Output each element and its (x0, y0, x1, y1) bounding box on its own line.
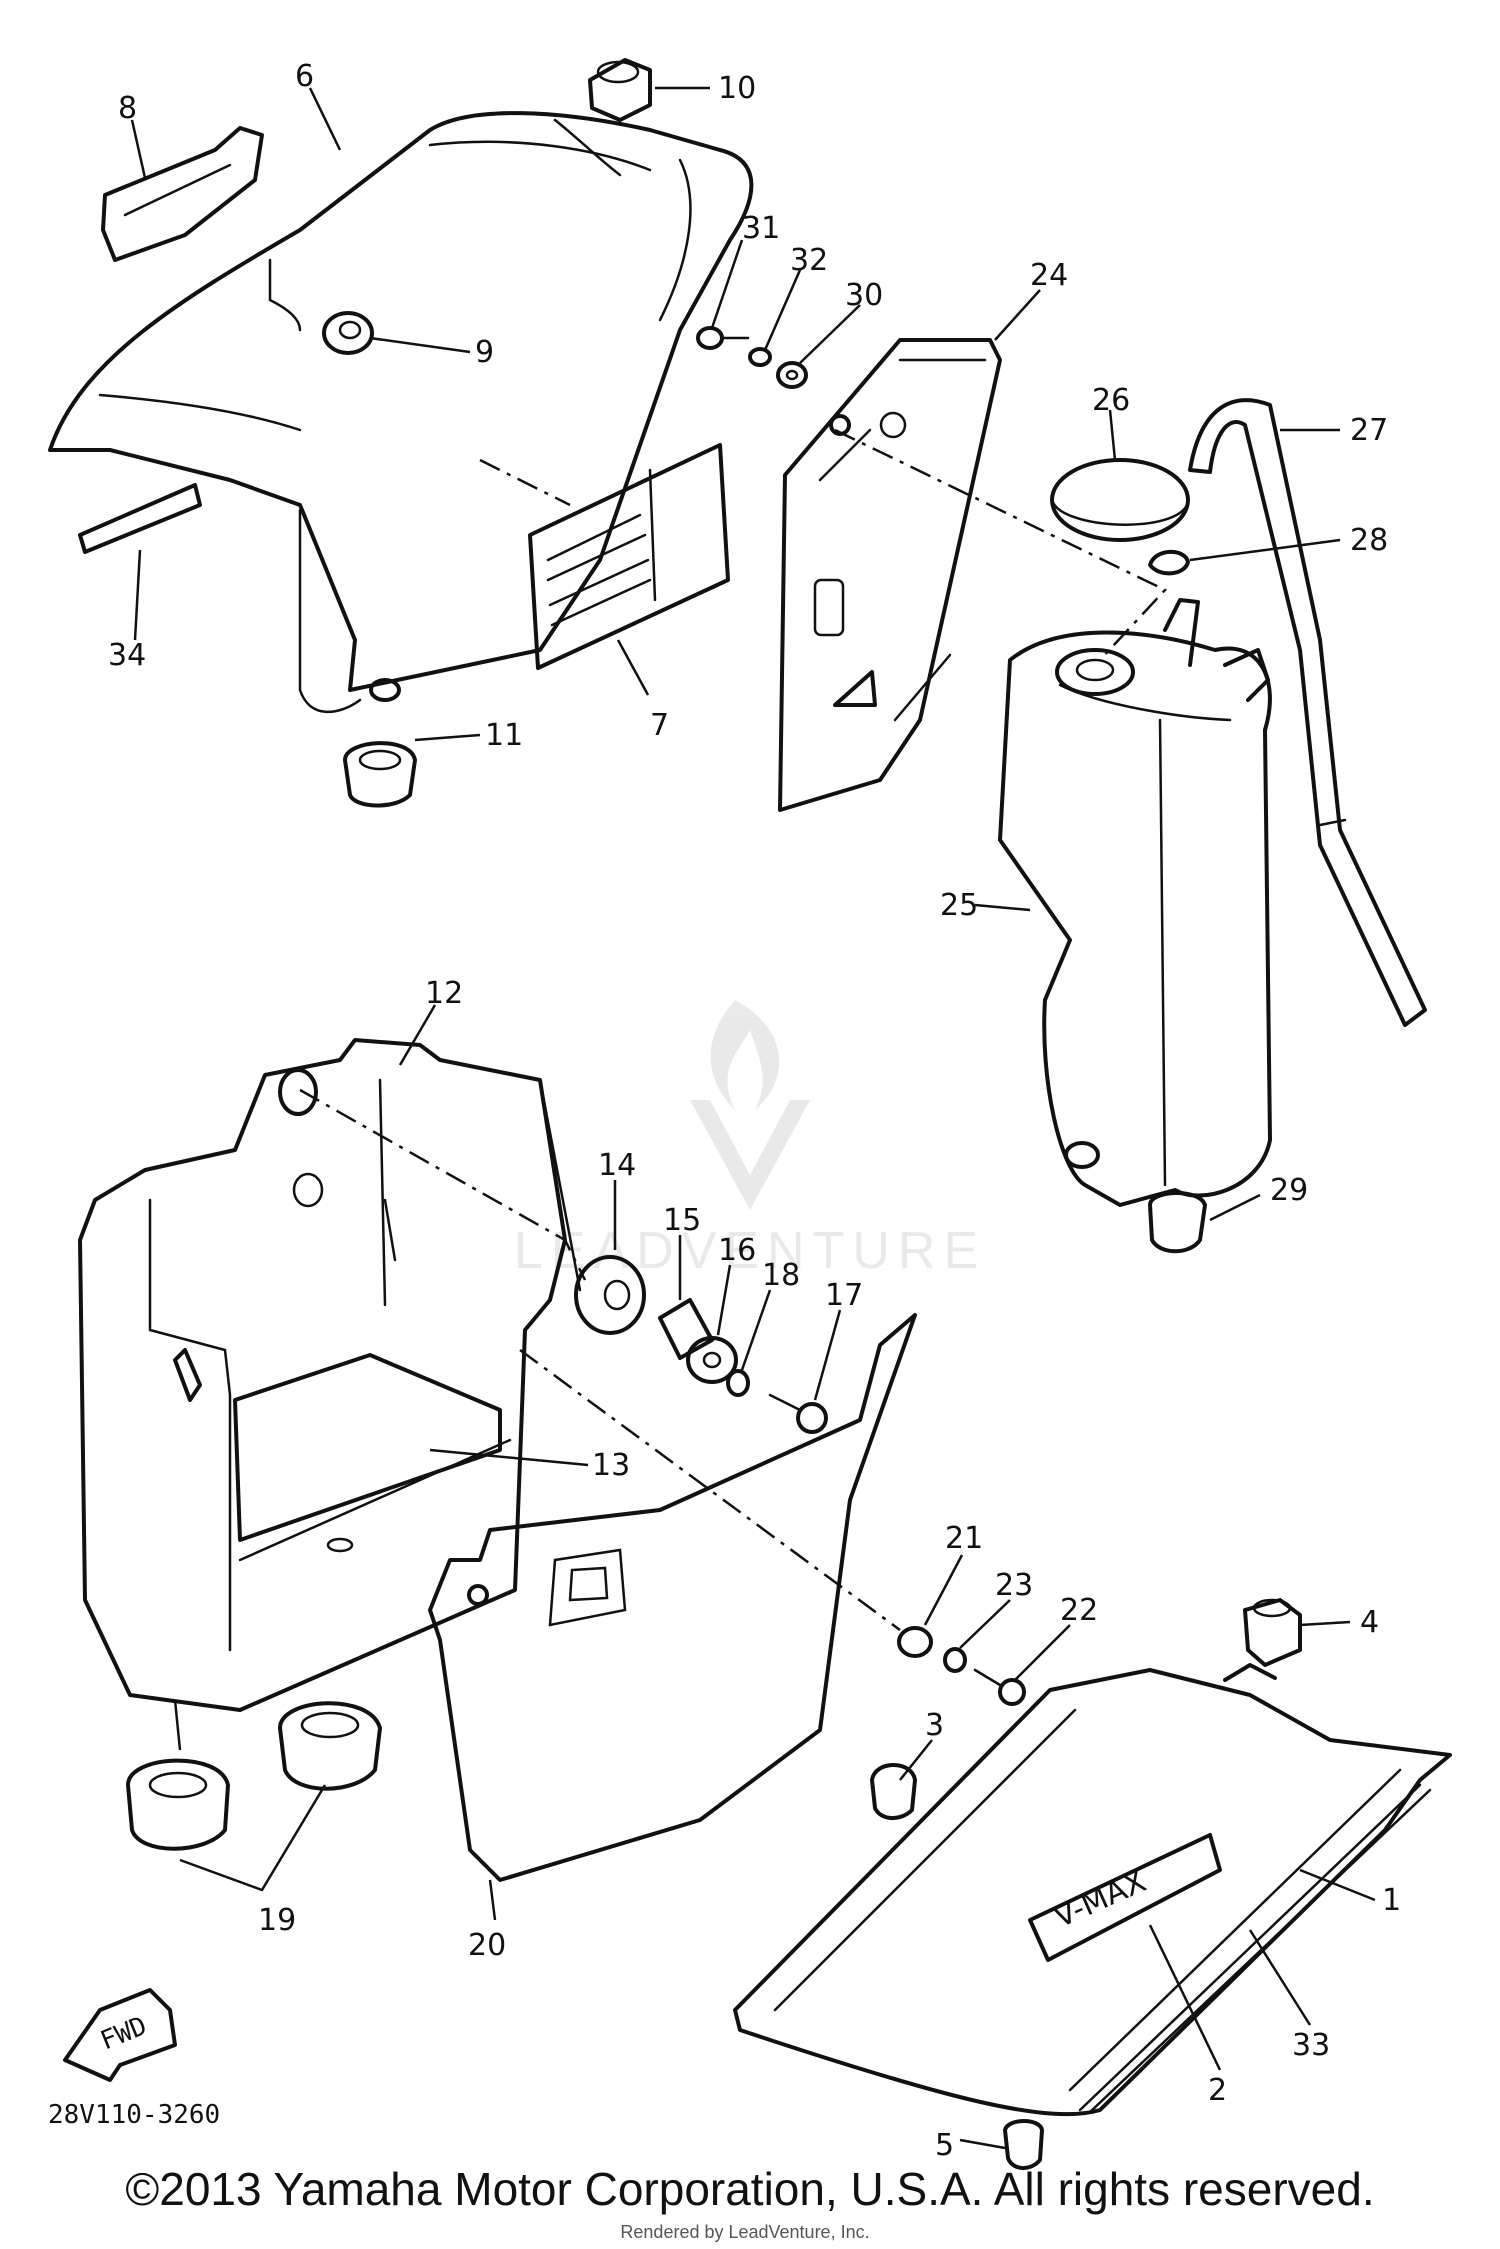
copyright-text: ©2013 Yamaha Motor Corporation, U.S.A. A… (125, 2163, 1374, 2215)
callout-10: 10 (718, 71, 756, 106)
part-7-label (528, 443, 730, 670)
callout-29: 29 (1270, 1173, 1308, 1208)
assembly-line-cover (834, 428, 1168, 661)
callout-24: 24 (1030, 258, 1068, 293)
part-5-grommet (1003, 2119, 1044, 2170)
part-33-trim (1088, 1788, 1432, 2114)
part-10-grommet (588, 58, 652, 122)
part-21-washer (897, 1626, 933, 1658)
callout-21: 21 (945, 1521, 983, 1556)
callout-11: 11 (485, 718, 523, 753)
part-14-damper (574, 1255, 646, 1335)
part-16-washer (686, 1336, 738, 1384)
part-12-battery-box (78, 1038, 582, 1712)
part-19-grommet-left (126, 1758, 230, 1851)
part-22-screw (973, 1668, 1026, 1706)
callout-20: 20 (468, 1928, 506, 1963)
callout-27: 27 (1350, 413, 1388, 448)
part-23-lock-washer (943, 1647, 967, 1673)
diagram-code: 28V110-3260 (48, 2100, 220, 2130)
callout-9: 9 (475, 335, 494, 370)
part-32-washer (748, 347, 772, 367)
part-6-side-cover (48, 111, 754, 714)
callout-14: 14 (598, 1148, 636, 1183)
part-17-bolt (768, 1393, 828, 1434)
callout-6: 6 (295, 59, 314, 94)
part-24-reservoir-cover (778, 338, 1002, 812)
callouts: 8 6 10 9 34 11 7 31 32 30 24 26 27 28 25… (108, 59, 1401, 2163)
assembly-line-cover-bolt (519, 1348, 901, 1632)
v-logo-icon (690, 1100, 810, 1210)
callout-17: 17 (825, 1278, 863, 1313)
fwd-arrow-icon: FWD (63, 1988, 177, 2082)
part-34-strip (78, 483, 202, 554)
callout-30: 30 (845, 278, 883, 313)
assembly-line-label (479, 458, 571, 507)
callout-5: 5 (935, 2128, 954, 2163)
callout-19: 19 (258, 1903, 296, 1938)
part-11-grommet (343, 741, 417, 808)
part-29-grommet (1148, 1191, 1207, 1254)
watermark: LEADVENTURE (514, 1000, 986, 1280)
part-26-cap (1050, 458, 1190, 542)
callout-12: 12 (425, 976, 463, 1011)
part-4-grommet (1243, 1598, 1302, 1667)
callout-34: 34 (108, 638, 146, 673)
callout-15: 15 (663, 1203, 701, 1238)
callout-13: 13 (592, 1448, 630, 1483)
part-18-lock-washer (726, 1369, 750, 1397)
flame-logo-icon (710, 1000, 780, 1110)
emblem-text: V-MAX (1049, 1864, 1151, 1935)
callout-3: 3 (925, 1708, 944, 1743)
part-1-side-cover (733, 1663, 1452, 2117)
callout-25: 25 (940, 888, 978, 923)
part-9-damper (322, 311, 374, 355)
part-30-collar (776, 361, 808, 389)
part-19-grommet-right (278, 1701, 382, 1791)
watermark-text: LEADVENTURE (514, 1222, 986, 1280)
callout-31: 31 (742, 211, 780, 246)
fwd-label: FWD (96, 2011, 151, 2056)
part-2-emblem: V-MAX (1028, 1833, 1222, 1962)
assembly-line-bolt (299, 1088, 587, 1281)
part-15-collar (658, 1298, 714, 1360)
part-28-clip (1148, 549, 1190, 576)
callout-2: 2 (1208, 2073, 1227, 2108)
callout-33: 33 (1292, 2028, 1330, 2063)
part-3-grommet (870, 1763, 917, 1820)
callout-7: 7 (650, 708, 669, 743)
callout-8: 8 (118, 91, 137, 126)
part-27-hose (1188, 398, 1427, 1027)
part-25-reservoir-tank (998, 598, 1272, 1207)
part-20-battery-cover (428, 1313, 917, 1882)
part-8-bracket (101, 126, 264, 262)
part-31-screw (696, 326, 750, 350)
callout-18: 18 (762, 1258, 800, 1293)
callout-26: 26 (1092, 383, 1130, 418)
callout-4: 4 (1360, 1605, 1379, 1640)
callout-28: 28 (1350, 523, 1388, 558)
callout-1: 1 (1382, 1883, 1401, 1918)
callout-23: 23 (995, 1568, 1033, 1603)
rendered-by-text: Rendered by LeadVenture, Inc. (620, 2222, 869, 2242)
leader-lines (130, 86, 1376, 2150)
callout-22: 22 (1060, 1593, 1098, 1628)
callout-32: 32 (790, 243, 828, 278)
callout-16: 16 (718, 1233, 756, 1268)
